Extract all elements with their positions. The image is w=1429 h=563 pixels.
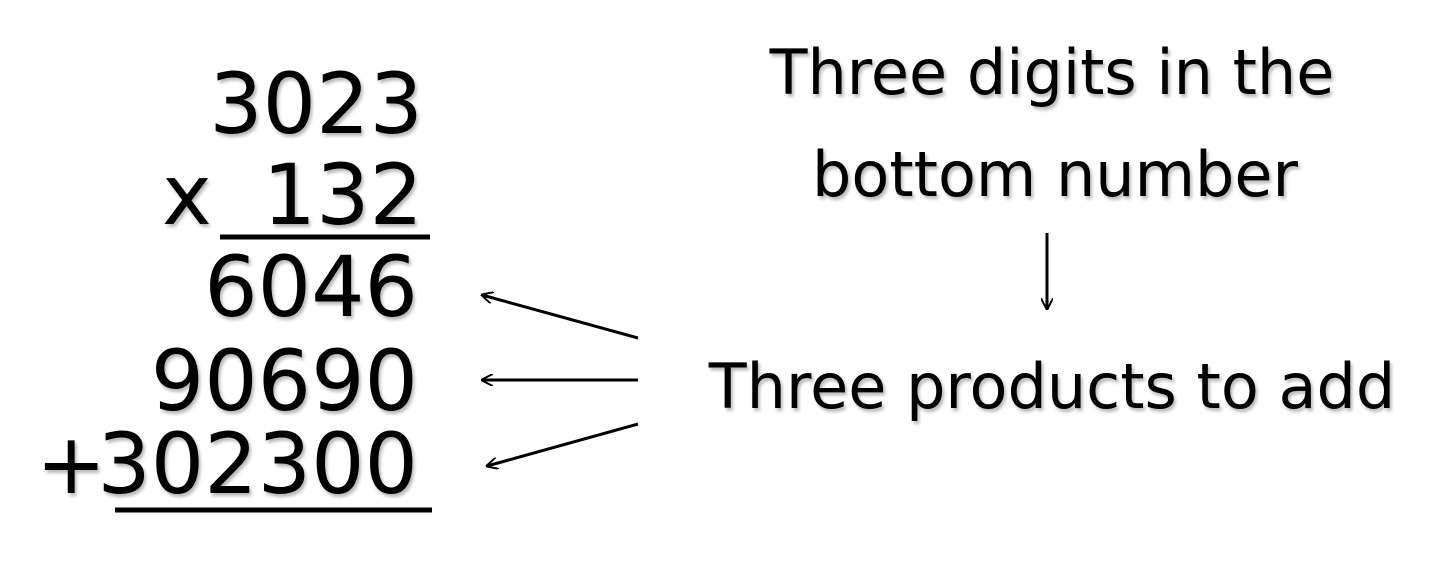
multiplier: 132 bbox=[263, 146, 423, 244]
multiplicand: 3023 bbox=[209, 55, 423, 153]
annotation-bottom: Three products to add bbox=[708, 350, 1395, 423]
annotations: Three digits in the bottom number Three … bbox=[708, 36, 1395, 423]
annotation-top-line-2: bottom number bbox=[812, 138, 1298, 211]
long-multiplication: 3023 x 132 6046 90690 + 302300 bbox=[36, 55, 432, 513]
annotation-top-line-1: Three digits in the bbox=[769, 36, 1335, 109]
arrow-to-product-1 bbox=[482, 295, 639, 340]
arrows bbox=[482, 233, 1047, 466]
plus-sign: + bbox=[36, 415, 106, 513]
partial-product-3: 302300 bbox=[97, 415, 418, 513]
arrow-to-product-3 bbox=[487, 422, 639, 466]
partial-product-2: 90690 bbox=[151, 332, 418, 430]
partial-product-1: 6046 bbox=[204, 238, 418, 336]
times-sign: x bbox=[162, 146, 212, 244]
